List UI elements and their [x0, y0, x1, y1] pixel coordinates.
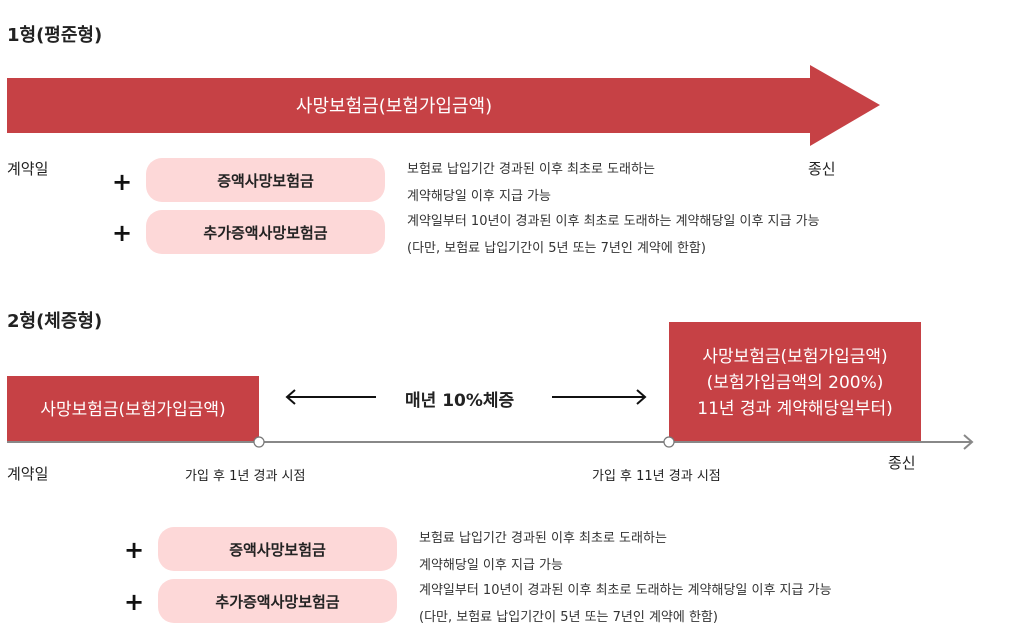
- rider-desc: 계약일부터 10년이 경과된 이후 최초로 도래하는 계약해당일 이후 지급 가…: [407, 214, 820, 256]
- plus-icon: +: [112, 219, 133, 247]
- start-label: 계약일: [7, 465, 49, 483]
- rider-desc: 계약일부터 10년이 경과된 이후 최초로 도래하는 계약해당일 이후 지급 가…: [419, 583, 832, 625]
- point1-label: 가입 후 1년 경과 시점: [185, 469, 306, 484]
- rider-pill: 추가증액사망보험금: [158, 579, 397, 623]
- rider-pill: 증액사망보험금: [158, 527, 397, 571]
- type1-title: 1형(평준형): [7, 25, 103, 46]
- death-benefit-arrow: [7, 65, 880, 146]
- timeline: [7, 389, 974, 450]
- point2-label: 가입 후 11년 경과 시점: [592, 469, 721, 484]
- rider-pill: 추가증액사망보험금: [146, 210, 385, 254]
- end-label: 종신: [808, 160, 836, 178]
- rider-pill: 증액사망보험금: [146, 158, 385, 202]
- increased-benefit-box: 사망보험금(보험가입금액)(보험가입금액의 200%)11년 경과 계약해당일부…: [669, 322, 921, 443]
- arrow-label: 사망보험금(보험가입금액): [295, 96, 493, 117]
- increase-label: 매년 10%체증: [405, 391, 515, 411]
- type2-title: 2형(체증형): [7, 311, 103, 332]
- end-label: 종신: [888, 454, 916, 472]
- plus-icon: +: [124, 536, 145, 564]
- plus-icon: +: [112, 168, 133, 196]
- start-label: 계약일: [7, 160, 49, 178]
- initial-benefit-box: 사망보험금(보험가입금액): [7, 376, 259, 443]
- plus-icon: +: [124, 588, 145, 616]
